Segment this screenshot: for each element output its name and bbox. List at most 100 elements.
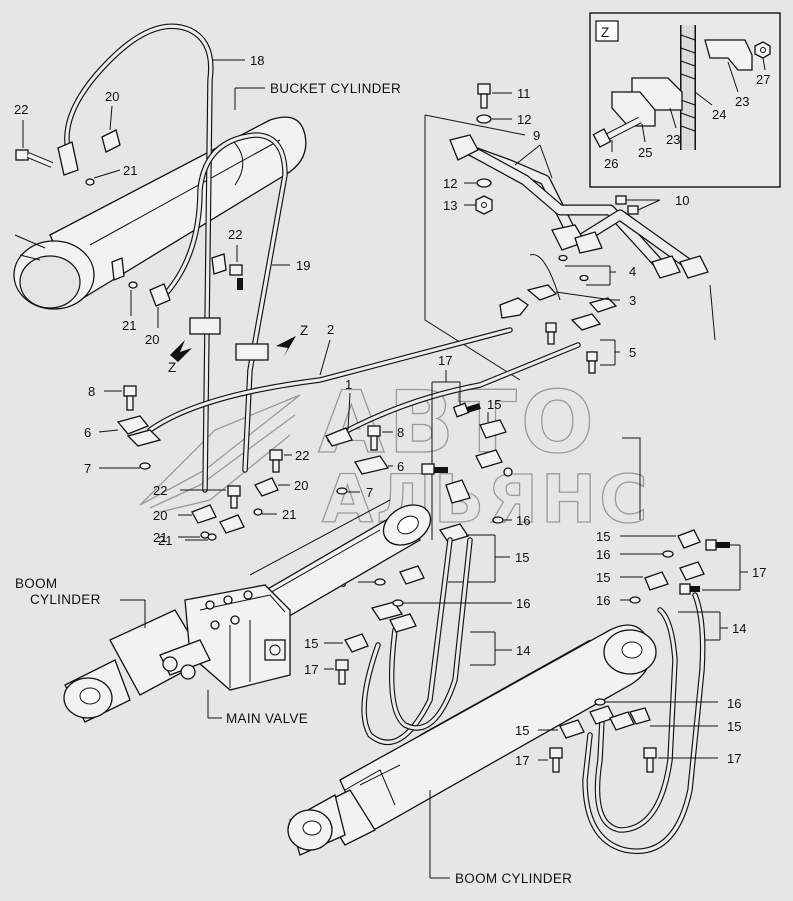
washer-12-lower bbox=[476, 178, 492, 188]
callout-1: 1 bbox=[345, 377, 352, 392]
view-z-label-left: Z bbox=[168, 360, 177, 375]
callout-8-left: 8 bbox=[88, 384, 95, 399]
flange-3b bbox=[588, 297, 618, 313]
callout-15-right-mid: 15 bbox=[596, 570, 610, 585]
main-valve-label: MAIN VALVE bbox=[226, 711, 308, 726]
boom-cylinder-left-label-2: CYLINDER bbox=[30, 592, 101, 607]
hose-2 bbox=[147, 327, 581, 443]
callout-18: 18 bbox=[250, 53, 264, 68]
watermark-logo-icon bbox=[139, 394, 301, 513]
flange-6-left-upper bbox=[116, 415, 150, 435]
callout-17-bottom-center: 17 bbox=[515, 753, 529, 768]
main-valve bbox=[159, 584, 291, 691]
washer-12-upper bbox=[476, 114, 492, 124]
callout-17-bottom-right: 17 bbox=[727, 751, 741, 766]
flange-left bbox=[499, 297, 529, 319]
callout-20-left: 20 bbox=[153, 508, 167, 523]
callout-7-left: 7 bbox=[84, 461, 91, 476]
bolt-8-left bbox=[123, 385, 137, 411]
bucket-cylinder-label: BUCKET CYLINDER bbox=[270, 81, 401, 96]
callout-21-left: 21 bbox=[153, 530, 167, 545]
callout-20-right: 20 bbox=[294, 478, 308, 493]
hose-14-right bbox=[582, 592, 706, 854]
bolt-22-top bbox=[15, 149, 54, 168]
callout-10: 10 bbox=[675, 193, 689, 208]
callout-2: 2 bbox=[327, 322, 334, 337]
bolt-5b bbox=[586, 351, 598, 374]
hose-19 bbox=[157, 132, 288, 473]
callout-15-center-upper: 15 bbox=[487, 397, 501, 412]
view-z-arrow-left bbox=[170, 340, 192, 362]
callout-12-lower: 12 bbox=[443, 176, 457, 191]
callout-15-mid-left: 15 bbox=[304, 636, 318, 651]
bolt-22-center bbox=[227, 485, 241, 509]
callout-6-left: 6 bbox=[84, 425, 91, 440]
detail-z-label: Z bbox=[601, 25, 610, 40]
clamp-mid bbox=[211, 253, 227, 275]
callout-24: 24 bbox=[712, 107, 726, 122]
hose-18 bbox=[64, 23, 214, 493]
callout-16-right-mid: 16 bbox=[596, 593, 610, 608]
nut-27 bbox=[754, 41, 771, 59]
bolt-17-center-lower bbox=[421, 463, 448, 475]
callout-8-center: 8 bbox=[397, 425, 404, 440]
bolt-17-bottom-right bbox=[643, 747, 657, 773]
callout-15-center: 15 bbox=[515, 550, 529, 565]
callout-21-right: 21 bbox=[282, 507, 296, 522]
callout-15-bottom-center: 15 bbox=[515, 723, 529, 738]
callout-27: 27 bbox=[756, 72, 770, 87]
flange-15-center-upper bbox=[479, 419, 507, 439]
callout-16-right-top: 16 bbox=[596, 547, 610, 562]
callout-14-center: 14 bbox=[516, 643, 530, 658]
view-z-arrow-right bbox=[276, 336, 296, 358]
callout-3: 3 bbox=[629, 293, 636, 308]
callout-14-right: 14 bbox=[732, 621, 746, 636]
boom-cylinder-left bbox=[63, 609, 206, 723]
clamp-plate bbox=[611, 91, 656, 127]
boom-cylinder-left-label-1: BOOM bbox=[15, 576, 57, 591]
callout-22-right: 22 bbox=[295, 448, 309, 463]
callout-7-center: 7 bbox=[366, 485, 373, 500]
nut-13 bbox=[475, 195, 493, 215]
flange-6-left-lower bbox=[126, 429, 162, 447]
callout-17-right-top: 17 bbox=[752, 565, 766, 580]
steel-pipe-assembly bbox=[449, 134, 709, 279]
callout-22-center: 22 bbox=[153, 483, 167, 498]
bolt-5a bbox=[545, 322, 557, 345]
flange-1 bbox=[325, 427, 353, 447]
bolt-17-mid-left bbox=[335, 659, 349, 685]
callout-17-center: 17 bbox=[438, 353, 452, 368]
callout-5: 5 bbox=[629, 345, 636, 360]
callout-15-right-top: 15 bbox=[596, 529, 610, 544]
callout-25: 25 bbox=[638, 145, 652, 160]
callout-20-mid: 20 bbox=[145, 332, 159, 347]
callout-21-mid: 21 bbox=[122, 318, 136, 333]
clamp-z-right bbox=[235, 343, 269, 361]
callout-15-right-bottom: 15 bbox=[727, 719, 741, 734]
callout-11: 11 bbox=[517, 86, 531, 101]
callout-12-upper: 12 bbox=[517, 112, 531, 127]
callout-26: 26 bbox=[604, 156, 618, 171]
fitting-18-end bbox=[57, 141, 79, 176]
clamp-bucket-port bbox=[111, 257, 125, 281]
callout-22-top: 22 bbox=[14, 102, 28, 117]
callout-16-right-bottom: 16 bbox=[727, 696, 741, 711]
callout-20-top: 20 bbox=[105, 89, 119, 104]
bolt-26 bbox=[592, 116, 642, 148]
bolt-11 bbox=[477, 83, 491, 109]
view-z-label-right: Z bbox=[300, 323, 309, 338]
detail-z-panel: Z 27 23 24 23 25 26 bbox=[589, 12, 781, 188]
callout-17-mid-left: 17 bbox=[304, 662, 318, 677]
callout-23b: 23 bbox=[666, 132, 680, 147]
boom-cylinder-bottom bbox=[287, 624, 657, 856]
flange-right bbox=[570, 313, 602, 331]
callout-16-center: 16 bbox=[516, 513, 530, 528]
flange-20-top bbox=[101, 129, 121, 153]
boom-cylinder-bottom-label: BOOM CYLINDER bbox=[455, 871, 572, 886]
callout-23a: 23 bbox=[735, 94, 749, 109]
clamp-half-upper bbox=[704, 39, 753, 71]
detail-pipe bbox=[680, 25, 696, 150]
bolt-22-right bbox=[269, 449, 283, 473]
bolt-22-mid bbox=[229, 264, 243, 290]
